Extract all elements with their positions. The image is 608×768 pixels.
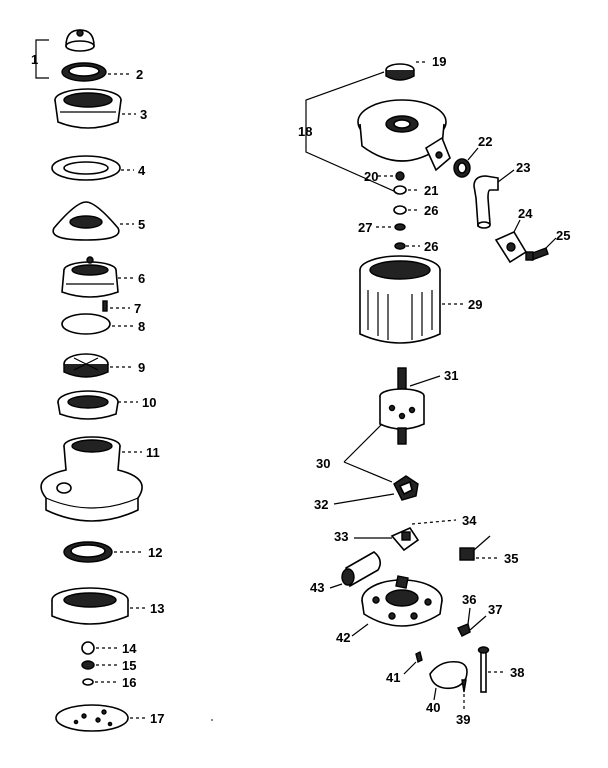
part-36-clip xyxy=(457,623,471,637)
label-19: 19 xyxy=(432,54,446,69)
label-22: 22 xyxy=(478,134,492,149)
label-10: 10 xyxy=(142,395,156,410)
part-21-washer xyxy=(393,185,407,195)
label-30: 30 xyxy=(316,456,330,471)
label-24: 24 xyxy=(518,206,533,221)
part-14-nut xyxy=(81,641,95,655)
part-8-seal xyxy=(61,313,111,335)
label-40: 40 xyxy=(426,700,440,715)
label-1: 1 xyxy=(31,52,38,67)
part-27-washer xyxy=(394,223,406,231)
part-11-hopper xyxy=(40,436,143,522)
label-18: 18 xyxy=(298,124,312,139)
part-1-stopper xyxy=(65,29,95,52)
part-33-switch xyxy=(390,526,420,552)
part-4-gasket xyxy=(51,155,121,181)
part-38-bolt xyxy=(477,646,490,693)
label-23: 23 xyxy=(516,160,530,175)
label-8: 8 xyxy=(138,319,145,334)
part-9-baffle xyxy=(63,353,109,378)
label-6: 6 xyxy=(138,271,145,286)
label-25: 25 xyxy=(556,228,570,243)
part-32-actuator xyxy=(393,475,419,501)
part-2-ring xyxy=(61,62,107,82)
label-35: 35 xyxy=(504,551,518,566)
label-15: 15 xyxy=(122,658,136,673)
part-17-turntable xyxy=(55,704,129,732)
label-31: 31 xyxy=(444,368,458,383)
part-5-mounting-plate xyxy=(52,201,120,241)
label-12: 12 xyxy=(148,545,162,560)
label-3: 3 xyxy=(140,107,147,122)
part-40-cover-plate xyxy=(429,660,468,690)
part-18-bracket xyxy=(305,71,397,193)
part-31-rotor xyxy=(379,367,425,445)
label-16: 16 xyxy=(122,675,136,690)
part-26-washer-upper xyxy=(393,205,407,215)
label-5: 5 xyxy=(138,217,145,232)
part-22-grommet xyxy=(453,158,471,178)
label-38: 38 xyxy=(510,665,524,680)
part-39-screw xyxy=(461,679,467,693)
label-43: 43 xyxy=(310,580,324,595)
part-15-washer xyxy=(81,660,95,670)
label-7: 7 xyxy=(134,301,141,316)
part-3-flange xyxy=(54,88,122,129)
label-20: 20 xyxy=(364,169,378,184)
part-6-mount xyxy=(61,256,119,298)
part-42-end-shield xyxy=(361,575,443,627)
label-13: 13 xyxy=(150,601,164,616)
label-29: 29 xyxy=(468,297,482,312)
label-26-upper: 26 xyxy=(424,203,438,218)
label-11: 11 xyxy=(146,445,160,460)
part-29-stator xyxy=(359,255,441,344)
part-19-cap xyxy=(385,63,415,81)
part-24-flange-plate xyxy=(494,230,528,264)
part-25-screw xyxy=(525,247,549,261)
part-13-grind-ring xyxy=(51,587,129,625)
label-14: 14 xyxy=(122,641,137,656)
stray-mark xyxy=(211,719,213,721)
label-37: 37 xyxy=(488,602,502,617)
part-20-nut xyxy=(395,171,405,181)
label-21: 21 xyxy=(424,183,438,198)
part-23-elbow xyxy=(473,175,499,229)
label-4: 4 xyxy=(138,163,146,178)
part-7-pin xyxy=(102,300,108,312)
label-32: 32 xyxy=(314,497,328,512)
label-9: 9 xyxy=(138,360,145,375)
label-36: 36 xyxy=(462,592,476,607)
label-26-lower: 26 xyxy=(424,239,438,254)
part-41-pin xyxy=(415,650,423,664)
label-41: 41 xyxy=(386,670,400,685)
label-42: 42 xyxy=(336,630,350,645)
part-16-washer xyxy=(82,678,94,686)
part-10-clamp-ring xyxy=(57,390,119,420)
label-17: 17 xyxy=(150,711,164,726)
part-43-capacitor xyxy=(341,551,382,588)
label-33: 33 xyxy=(334,529,348,544)
upper-housing xyxy=(357,99,451,172)
label-27: 27 xyxy=(358,220,372,235)
label-34: 34 xyxy=(462,513,477,528)
part-1-bracket xyxy=(35,39,49,79)
label-39: 39 xyxy=(456,712,470,727)
part-12-gasket xyxy=(63,541,113,563)
label-2: 2 xyxy=(136,67,143,82)
part-30-leaders xyxy=(343,423,393,483)
part-35-terminal xyxy=(459,535,491,561)
part-26-washer-lower xyxy=(394,242,406,250)
